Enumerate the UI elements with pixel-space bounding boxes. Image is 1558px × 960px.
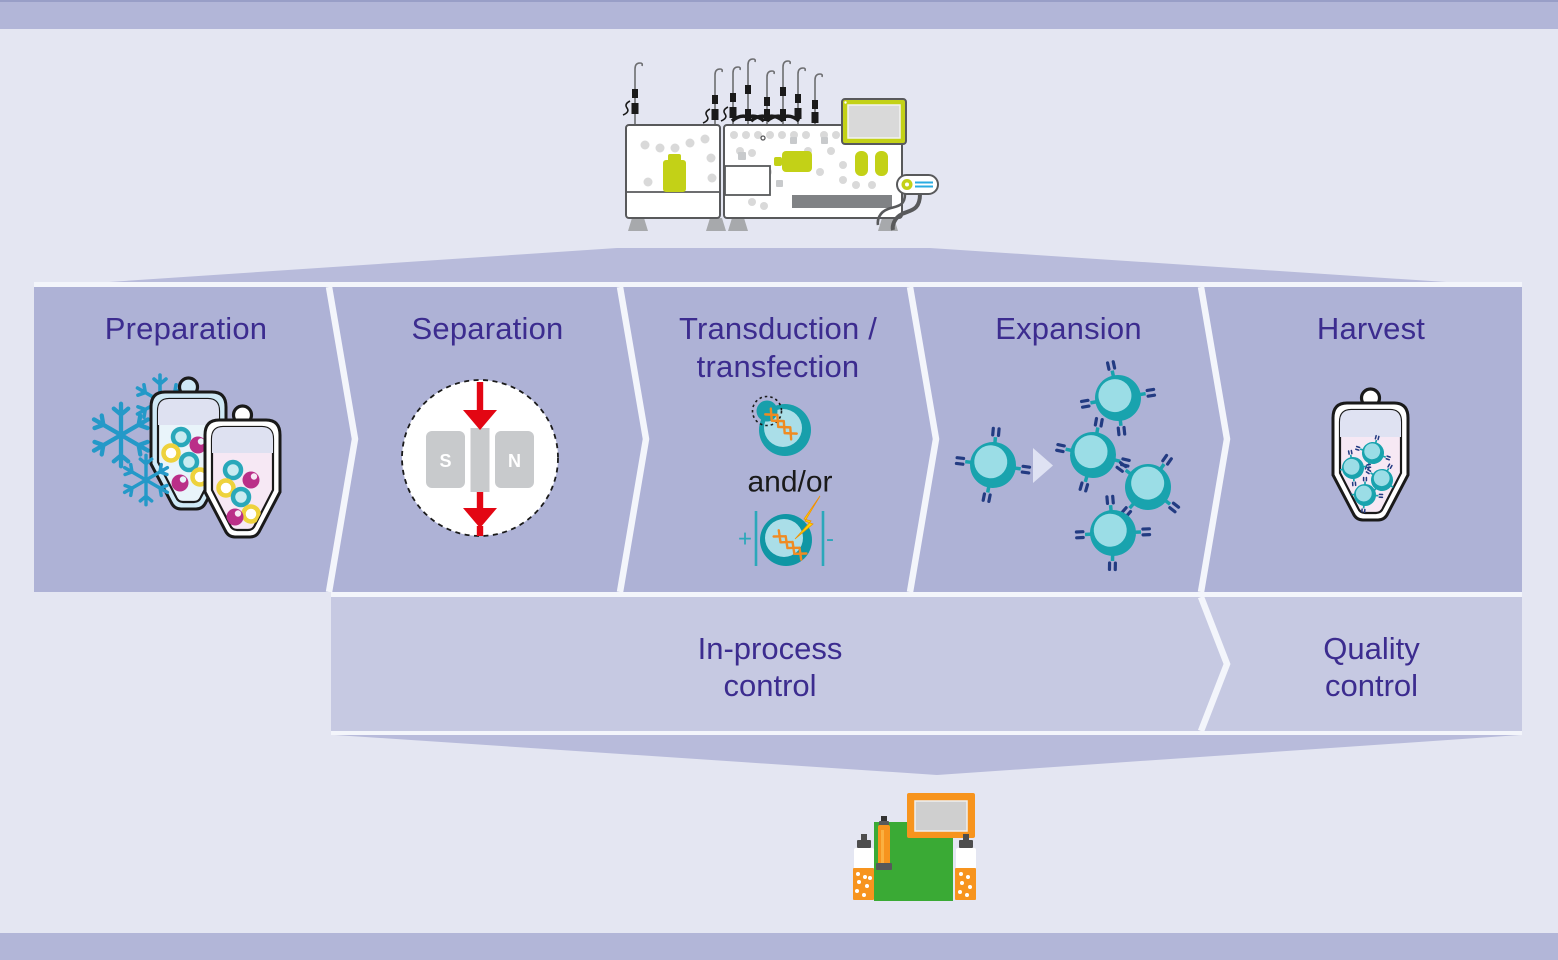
reagent-bottle-icon — [955, 834, 976, 900]
left-cabinet-icon — [625, 124, 721, 219]
tube-squiggles-icon — [622, 100, 729, 124]
magnet-south — [426, 431, 465, 488]
in-process-control-line1: In-process — [697, 631, 843, 666]
drawer-slot-icon — [792, 195, 892, 208]
step-module-icon — [724, 165, 771, 196]
main-cabinet-icon — [723, 124, 903, 219]
touchscreen-icon — [841, 98, 907, 145]
frozen-cell-bags-icon — [34, 373, 282, 539]
sample-probe-icon — [876, 816, 892, 870]
in-process-control-section: In-process control — [331, 597, 1227, 731]
cells-in-bag — [161, 426, 210, 492]
divider-gap — [34, 282, 1522, 287]
magnet-south-label: S — [439, 451, 451, 471]
cell-bag-icon — [203, 404, 282, 539]
stage-transduction-label-line2: transfection — [696, 349, 860, 384]
magnetic-separation-icon: S N — [401, 379, 559, 537]
stage-transduction-label-line1: Transduction / — [678, 311, 878, 346]
stage-harvest-label: Harvest — [1316, 311, 1426, 346]
lightning-icon — [794, 495, 821, 540]
electrode-plus-label: + — [738, 526, 752, 553]
tubing-poles-icon — [634, 58, 824, 125]
stage-separation-label: Separation — [411, 311, 564, 346]
stage-expansion-label: Expansion — [995, 311, 1142, 346]
transduction-transfection-icon: and/or + - — [738, 395, 834, 566]
divider-gap — [331, 592, 1522, 597]
control-band: In-process control Quality control — [331, 597, 1522, 731]
magnet-north-label: N — [508, 451, 521, 471]
clamp-wings-icon — [730, 114, 801, 123]
electrode-minus-label: - — [826, 526, 834, 553]
funnel-top — [34, 248, 1522, 287]
electroporation-icon: + - — [738, 495, 834, 566]
stage-harvest: Harvest — [1201, 287, 1522, 592]
expansion-arrow-icon — [1033, 448, 1053, 483]
flow-cytometer-icon — [853, 793, 976, 901]
pump-pod-icon — [876, 174, 939, 231]
stage-transduction-transfection: Transduction / transfection and/or — [620, 287, 936, 592]
centrifuge-chamber-icon — [774, 151, 812, 172]
reagent-bottle-icon — [663, 154, 686, 192]
magnet-north — [495, 431, 534, 488]
viral-transduction-icon — [751, 395, 811, 456]
top-border-strip — [0, 0, 1558, 29]
stage-preparation-label: Preparation — [104, 311, 268, 346]
in-process-control-line2: control — [723, 668, 817, 703]
reagent-bottle-icon — [853, 834, 874, 900]
process-stage-band: Preparation — [34, 287, 1522, 592]
quality-control-section: Quality control — [1201, 597, 1522, 731]
quality-control-line2: control — [1324, 668, 1419, 703]
cell-processing-instrument-icon — [622, 58, 939, 231]
stage-dividers — [325, 287, 1231, 592]
harvest-bag-icon — [1331, 387, 1410, 522]
cell-expansion-icon — [951, 352, 1201, 575]
divider-gap — [331, 731, 1522, 735]
separation-column — [470, 428, 490, 492]
instrument-feet-icon — [628, 218, 898, 231]
control-divider — [1197, 597, 1231, 731]
harvest-cell-bag — [1331, 387, 1410, 522]
pole-clamps-icon — [631, 85, 819, 123]
funnel-bottom — [335, 735, 1520, 775]
and-or-label: and/or — [747, 466, 832, 499]
in-process-control-label: In-process control — [331, 630, 1227, 704]
quality-control-label: Quality control — [1201, 630, 1522, 704]
stage-preparation: Preparation — [34, 287, 355, 592]
stage-expansion: Expansion — [910, 287, 1227, 592]
quality-control-line1: Quality — [1323, 631, 1420, 666]
cytometer-screen-icon — [907, 793, 975, 838]
stage-separation: Separation S N — [329, 287, 646, 592]
bottom-border-strip — [0, 933, 1558, 960]
cells-in-bag — [216, 459, 261, 526]
flow-arrow-icon — [463, 382, 497, 536]
